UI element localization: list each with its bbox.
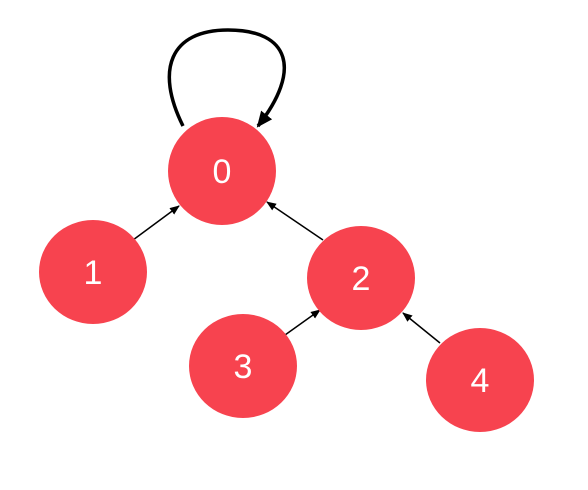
- edge-3-to-2: [284, 309, 321, 336]
- edge-4-to-2: [402, 312, 441, 344]
- node-0: 0: [168, 117, 276, 225]
- node-0-label: 0: [213, 153, 232, 191]
- node-4: 4: [426, 328, 534, 432]
- node-4-label: 4: [471, 362, 490, 400]
- node-2-circle: [307, 226, 415, 330]
- node-1-label: 1: [84, 254, 103, 292]
- edge-1-to-0: [132, 205, 180, 241]
- edge-2-to-0: [266, 201, 324, 241]
- node-3-label: 3: [234, 348, 253, 386]
- node-2-label: 2: [352, 260, 371, 298]
- edges: [132, 28, 441, 344]
- node-4-circle: [426, 328, 534, 432]
- self-loop-edge-0: [167, 28, 286, 128]
- node-1-circle: [39, 220, 147, 324]
- node-0-circle: [168, 117, 276, 225]
- node-1: 1: [39, 220, 147, 324]
- node-3: 3: [189, 314, 297, 418]
- node-3-circle: [189, 314, 297, 418]
- node-2: 2: [307, 226, 415, 330]
